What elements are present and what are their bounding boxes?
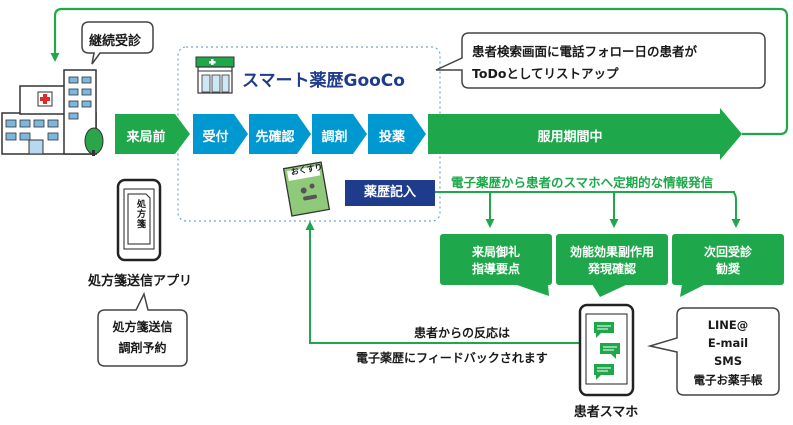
box2-line2: 発現確認 (587, 262, 636, 276)
todo-callout-line2: ToDoとしてリストアップ (472, 66, 619, 81)
patient-phone-caption: 患者スマホ (573, 405, 639, 420)
feedback-arrow (305, 221, 580, 344)
box1-tail (514, 284, 549, 296)
info-arrow-3 (731, 191, 741, 228)
prescription-app-caption: 処方箋送信アプリ (87, 274, 192, 289)
todo-callout-line1: 患者検索画面に電話フォロー日の患者が (472, 44, 698, 59)
medicine-bag-icon (282, 161, 331, 217)
box3-line1: 次回受診 (703, 245, 752, 259)
hospital-icon (1, 69, 104, 156)
step-arrow-sakikakunin (249, 114, 311, 154)
box-jikai-jushin: 次回受診 勧奨 (672, 234, 784, 285)
channel-sms: SMS (713, 354, 742, 368)
box1-line2: 指導要点 (471, 262, 520, 276)
raikyoku-arrow (115, 114, 190, 154)
hospital-callout-text: 継続受診 (89, 34, 142, 49)
box2-tail (592, 284, 628, 297)
phone-screen-label: 処方箋 (135, 199, 145, 229)
box-kouno-kouka: 効能効果副作用 発現確認 (556, 234, 668, 285)
box3-line2: 勧奨 (715, 262, 740, 276)
step-toyaku-label: 投薬 (378, 130, 405, 145)
app-title: スマート薬歴GooCo (242, 71, 405, 91)
box1-line1: 来局御礼 (471, 245, 520, 259)
prescription-callout-line2: 調剤予約 (118, 341, 167, 355)
step-arrow-toyaku (368, 114, 426, 154)
feedback-line2: 電子薬歴にフィードバックされます (356, 351, 548, 365)
patient-phone-icon (578, 303, 635, 397)
pharmacy-icon (195, 56, 235, 94)
channel-email: E-mail (707, 336, 749, 350)
info-send-label: 電子薬歴から患者のスマホへ定期的な情報発信 (451, 175, 714, 190)
period-label: 服用期間中 (537, 130, 603, 145)
channel-okusuri-techo: 電子お薬手帳 (693, 373, 763, 387)
period-arrow (428, 108, 742, 160)
yakureki-kinyu-badge: 薬歴記入 (345, 180, 435, 206)
todo-callout-shape (435, 32, 766, 89)
step-arrow-uketsuke (193, 114, 248, 154)
box-raikyoku-orei: 来局御礼 指導要点 (440, 234, 552, 285)
feedback-line1: 患者からの反応は (414, 326, 511, 340)
step-chozai-label: 調剤 (321, 130, 348, 145)
box2-line1: 効能効果副作用 (569, 245, 654, 259)
prescription-callout-line1: 処方箋送信 (112, 320, 173, 334)
return-loop-arrow (50, 7, 789, 136)
step-sakikakunin-label: 先確認 (255, 130, 295, 145)
step-uketsuke-label: 受付 (202, 130, 229, 145)
prescription-callout-shape (97, 291, 188, 367)
hospital-callout-shape (81, 21, 154, 65)
step-arrow-chozai (312, 114, 367, 154)
prescription-phone-icon (116, 178, 162, 262)
channel-line: LINE@ (707, 318, 749, 332)
raikyoku-label: 来局前 (126, 130, 166, 145)
channels-callout-shape (647, 307, 780, 396)
box3-tail (680, 284, 706, 297)
